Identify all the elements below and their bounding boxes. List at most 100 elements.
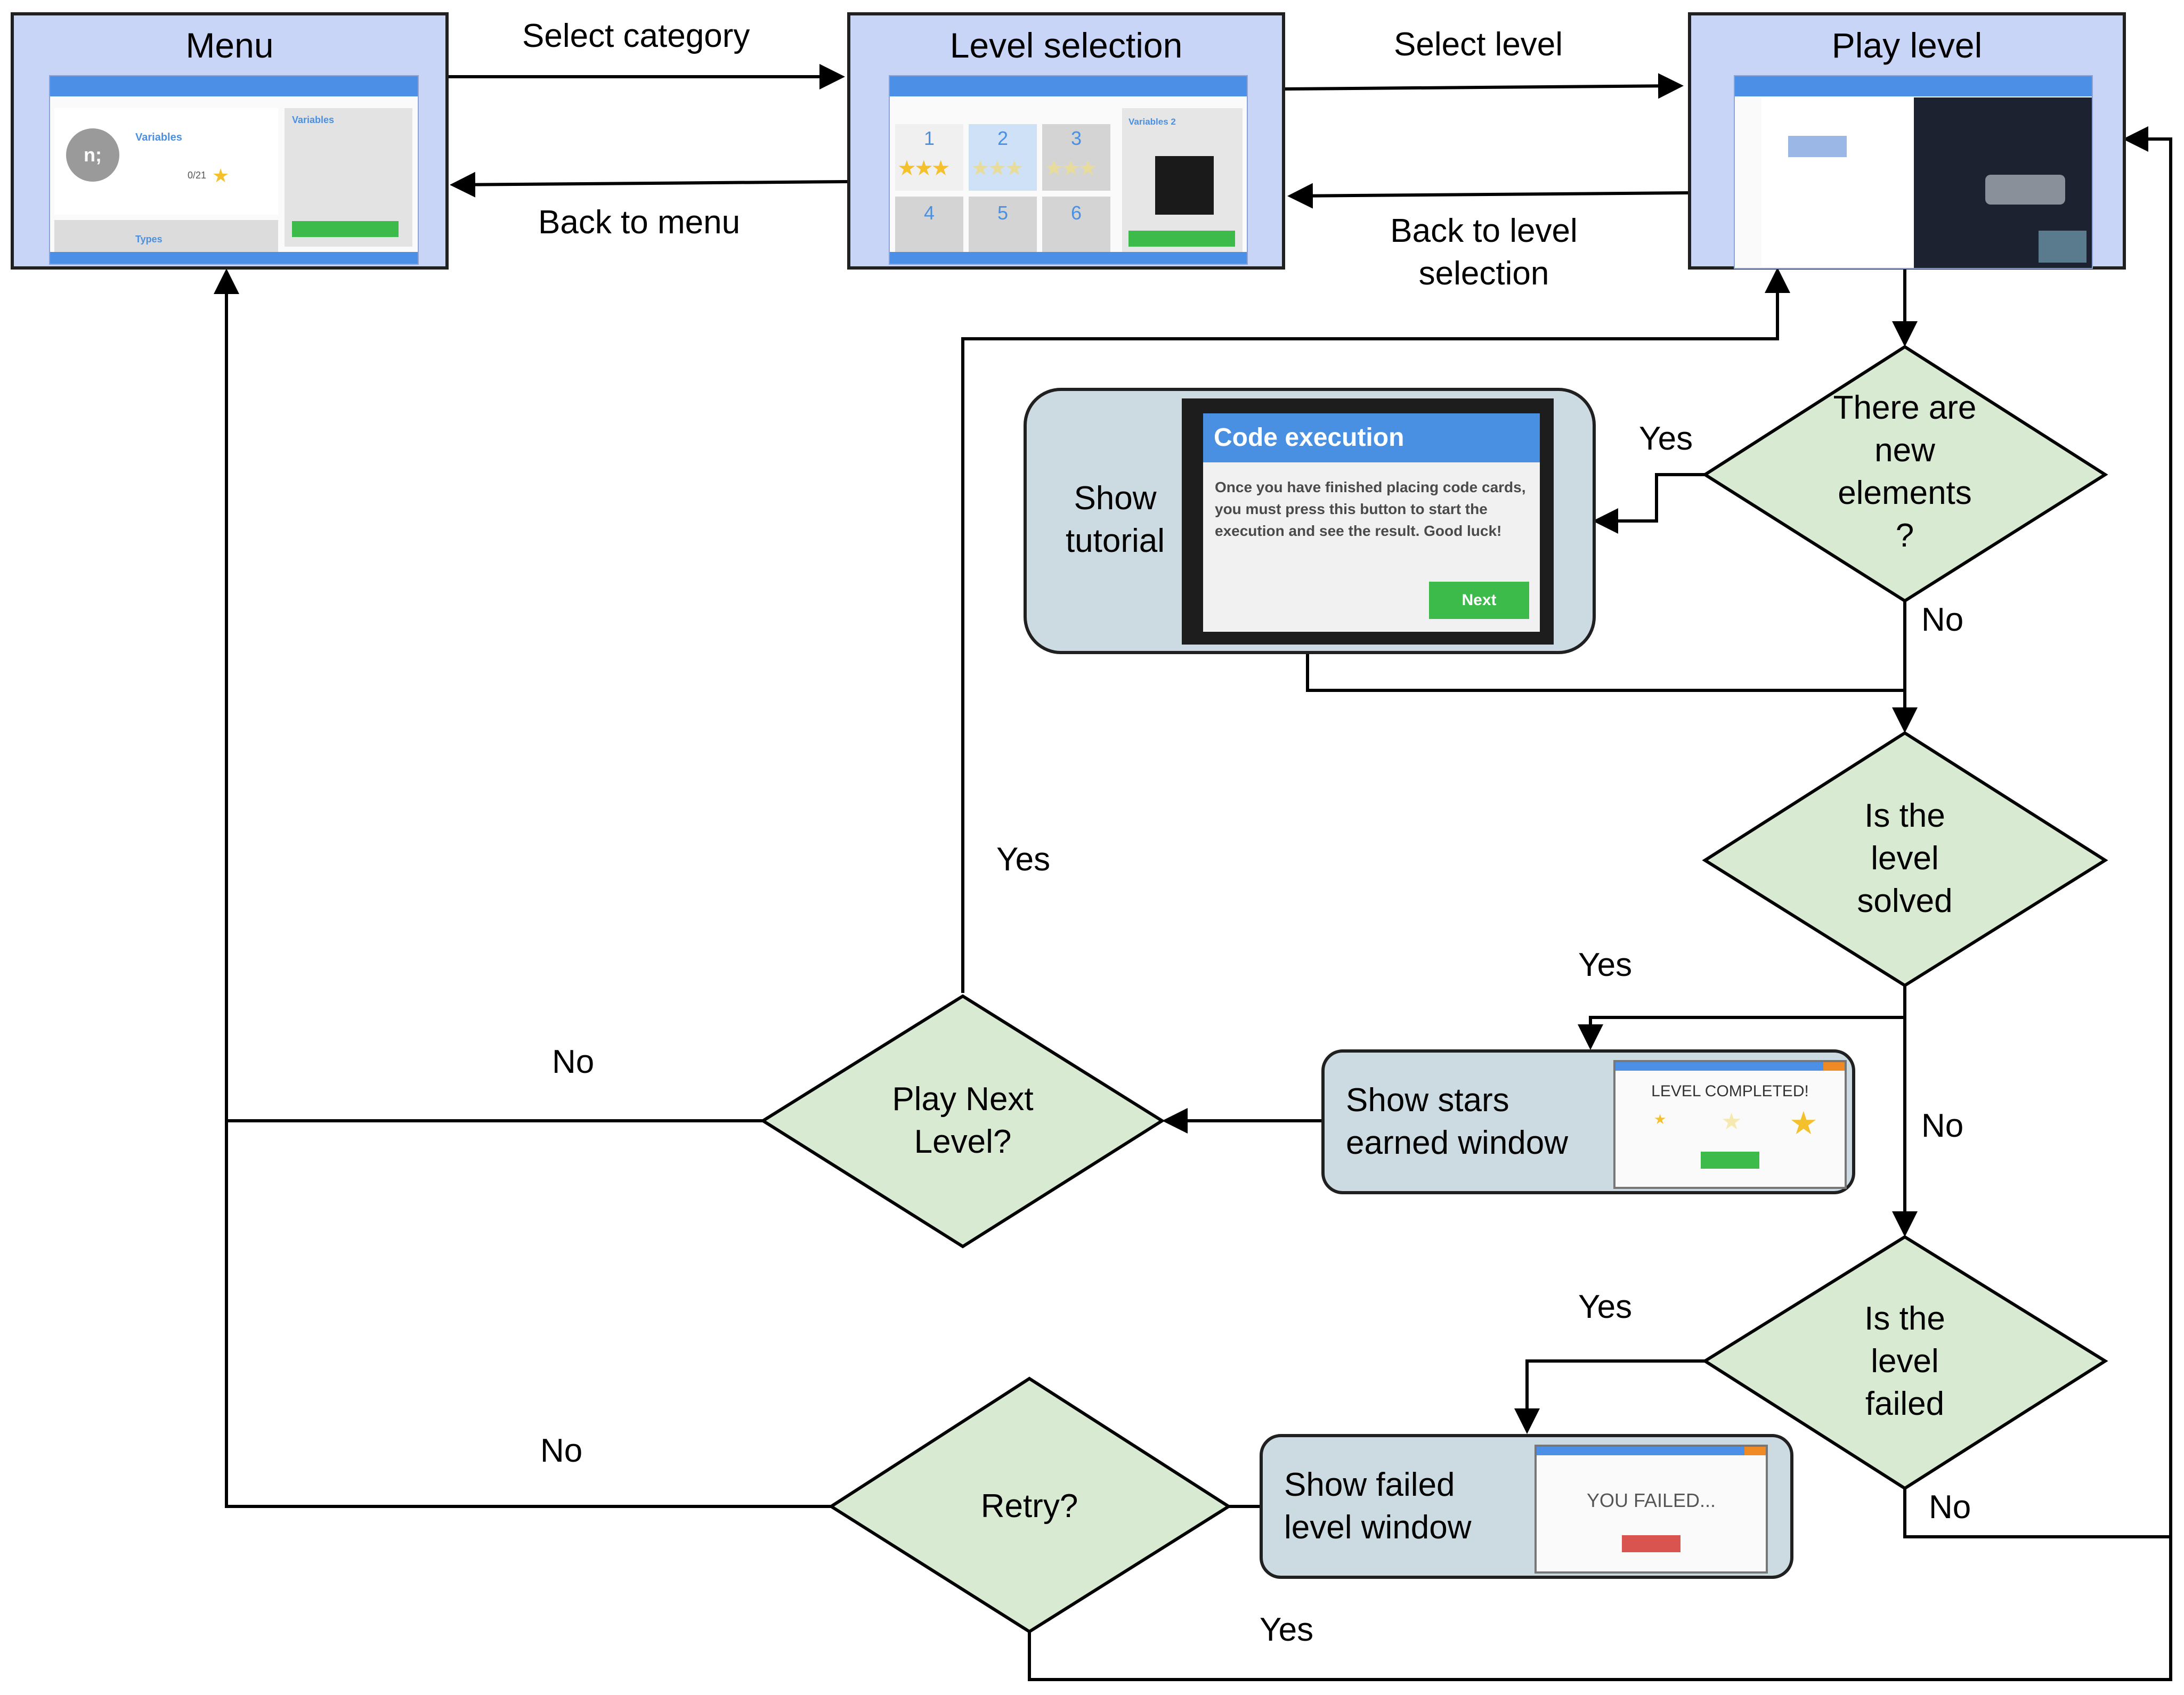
level-shot-cell-1 [895, 124, 963, 191]
level-shot-cell-4 [895, 197, 963, 255]
menu-shot-bottombar [50, 252, 418, 264]
node-menu: Menu n; Variables 0/21 ★ Types Variables [11, 12, 449, 270]
node-play-level: Play level [1688, 12, 2126, 270]
decision-level-failed-line-2: level [1871, 1343, 1939, 1380]
tutorial-dialog-body: Once you have finished placing code card… [1215, 479, 1526, 539]
failed-window-topbar [1537, 1447, 1766, 1455]
level-shot-bottombar [890, 252, 1247, 264]
edge-label-retry-yes: Yes [1260, 1611, 1314, 1648]
decision-play-next-line-1: Play Next [892, 1081, 1034, 1118]
decision-level-solved-line-3: solved [1857, 883, 1953, 919]
decision-play-next [760, 994, 1165, 1249]
star-icon: ★ [212, 165, 230, 186]
stars-window-corner [1823, 1062, 1845, 1071]
level-shot-number-3: 3 [1071, 127, 1082, 149]
decision-level-solved-line-2: level [1871, 840, 1939, 877]
decision-level-solved [1702, 731, 2108, 988]
edge-new-elements-yes [1593, 473, 1705, 534]
stars-window-title: LEVEL COMPLETED! [1651, 1082, 1809, 1100]
level-shot-cell-3 [1042, 124, 1110, 191]
play-shot-robot [1985, 175, 2065, 205]
failed-window-screenshot: YOU FAILED... [1535, 1445, 1768, 1574]
level-shot-number-1: 1 [924, 127, 935, 149]
edge-label-back-to-level-selection-line-1: Back to level [1390, 213, 1578, 249]
decision-retry-label: Retry? [980, 1488, 1078, 1525]
edge-label-failed-no: No [1929, 1489, 1971, 1526]
level-shot-topbar [890, 76, 1247, 96]
level-shot-number-2: 2 [997, 127, 1009, 149]
edge-label-select-category: Select category [522, 18, 750, 54]
node-show-failed-label: Show failed level window [1284, 1464, 1472, 1549]
decision-level-failed-label: Is the level failed [1798, 1298, 2011, 1425]
level-shot-number-4: 4 [924, 202, 935, 224]
menu-shot-side-title: Variables [292, 115, 335, 125]
node-show-tutorial-line-2: tutorial [1065, 523, 1165, 559]
node-show-tutorial-label: Show tutorial [1054, 477, 1176, 563]
level-shot-cell-6 [1042, 197, 1110, 255]
edge-label-failed-yes: Yes [1578, 1289, 1633, 1325]
decision-retry [828, 1376, 1232, 1634]
decision-level-solved-label: Is the level solved [1798, 795, 2011, 923]
play-level-screenshot [1734, 75, 2093, 269]
decision-new-elements-line-4: ? [1895, 517, 1914, 554]
tutorial-next-button[interactable]: Next [1429, 582, 1529, 619]
edge-retry-yes [1028, 1537, 2172, 1681]
stars-window-screenshot: LEVEL COMPLETED! ★ ★ ★ [1613, 1060, 1847, 1189]
edge-select-level [1285, 73, 1684, 99]
edge-label-new-elements-no: No [1921, 601, 1964, 638]
level-shot-preview-image [1155, 156, 1214, 215]
star-icon: ★ [1789, 1105, 1818, 1141]
edge-next-no [214, 268, 763, 1122]
play-shot-thumbnail [2039, 231, 2086, 263]
edge-back-to-menu [450, 172, 848, 198]
edge-label-play-next-no: No [552, 1044, 595, 1080]
edge-tutorial-to-solved [1306, 654, 1905, 692]
node-level-selection-label: Level selection [949, 26, 1183, 65]
menu-screenshot: n; Variables 0/21 ★ Types Variables [49, 75, 419, 265]
node-menu-label: Menu [185, 26, 274, 65]
stars-window-topbar [1615, 1062, 1845, 1071]
level-shot-number-5: 5 [997, 202, 1009, 224]
star-icon: ★★★ [1044, 157, 1098, 180]
edge-retry-no [225, 1121, 831, 1508]
edge-label-new-elements-yes: Yes [1639, 420, 1693, 457]
node-show-stars-line-1: Show stars [1346, 1082, 1509, 1119]
edge-next-yes [961, 267, 1790, 993]
edge-failed-yes [1514, 1359, 1705, 1434]
star-icon: ★★★ [971, 157, 1024, 180]
edge-label-play-next-yes: Yes [996, 841, 1051, 878]
decision-new-elements-line-2: new [1874, 432, 1935, 469]
failed-window-title: YOU FAILED... [1586, 1489, 1716, 1511]
edge-label-solved-yes: Yes [1578, 947, 1633, 983]
level-shot-cell-2 [969, 124, 1037, 191]
play-shot-topbar [1735, 76, 2092, 96]
menu-shot-start-button [292, 221, 399, 237]
level-shot-preview-title: Variables 2 [1128, 117, 1176, 127]
decision-new-elements-line-1: There are [1833, 389, 1977, 426]
star-icon: ★ [1654, 1111, 1667, 1127]
decision-new-elements-label: There are new elements ? [1798, 387, 2011, 557]
node-show-failed-line-2: level window [1284, 1509, 1472, 1546]
tutorial-dialog: Code execution Once you have finished pl… [1203, 413, 1540, 632]
level-shot-number-6: 6 [1071, 202, 1082, 224]
edge-solved-yes [1578, 1016, 1905, 1050]
level-shot-cell-5 [969, 197, 1037, 255]
menu-shot-icon-circle: n; [66, 128, 119, 182]
edge-label-select-level: Select level [1394, 26, 1563, 63]
node-play-level-label: Play level [1831, 26, 1983, 65]
star-icon: ★ [1721, 1109, 1742, 1135]
menu-shot-next-category: Types [135, 234, 163, 245]
failed-window-retry-button [1622, 1535, 1680, 1552]
node-show-tutorial-line-1: Show [1074, 480, 1157, 517]
level-selection-screenshot: 1 2 3 4 5 6 ★★★ ★★★ ★★★ Variables 2 [889, 75, 1248, 265]
play-shot-code-area [1761, 97, 1914, 267]
edge-label-solved-no: No [1921, 1107, 1964, 1144]
decision-play-next-line-2: Level? [914, 1123, 1012, 1160]
menu-shot-score: 0/21 [188, 170, 207, 181]
level-shot-play-button [1128, 231, 1235, 247]
play-shot-code-card [1788, 136, 1847, 157]
decision-level-failed [1702, 1235, 2108, 1490]
decision-level-failed-line-3: failed [1865, 1386, 1945, 1422]
edge-label-retry-no: No [540, 1432, 583, 1469]
